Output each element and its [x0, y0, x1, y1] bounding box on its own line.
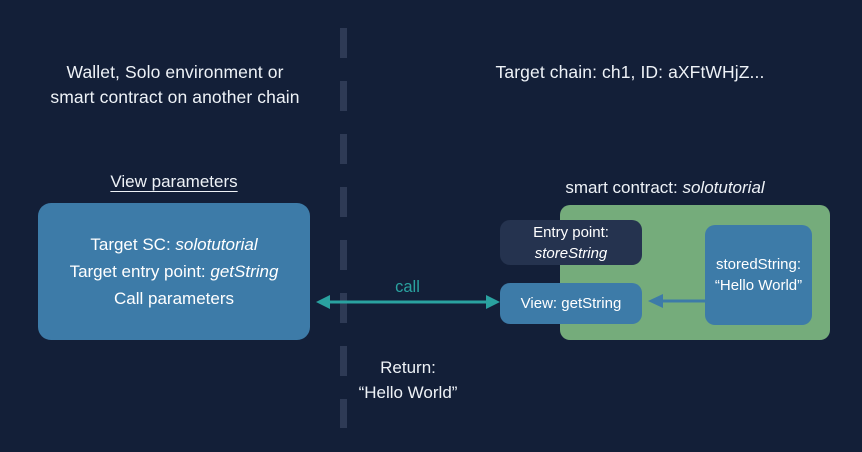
view-entry-point-box: View: getString	[500, 283, 642, 324]
smart-contract-title-value: solotutorial	[682, 178, 765, 197]
return-label: Return: “Hello World”	[330, 355, 486, 405]
stored-string-label: storedString:	[715, 256, 802, 273]
smart-contract-title-label: smart contract:	[565, 178, 678, 197]
target-entry-point-label: Target entry point:	[69, 262, 206, 281]
view-parameters-title: View parameters	[110, 172, 238, 191]
target-entry-point-value: getString	[210, 262, 279, 281]
call-arrow-label: call	[395, 278, 420, 296]
smart-contract-title: smart contract: solotutorial	[500, 178, 830, 198]
entry-point-label: Entry point:	[533, 223, 609, 241]
view-parameters-box: Target SC: solotutorial Target entry poi…	[38, 203, 310, 340]
view-entry-point-value: getString	[561, 295, 622, 312]
target-entry-point-line: Target entry point: getString	[70, 259, 279, 284]
target-sc-value: solotutorial	[175, 235, 258, 254]
left-header-line-1: Wallet, Solo environment or	[66, 62, 284, 82]
right-header-line-1: Target chain: ch1, ID: aXFtWHjZ...	[495, 62, 765, 82]
view-entry-point-label: View:	[520, 295, 558, 312]
stored-string-box: storedString: “Hello World”	[705, 225, 812, 325]
target-sc-label: Target SC:	[90, 235, 171, 254]
return-label-line-2: “Hello World”	[358, 383, 458, 402]
stored-string-value: “Hello World”	[714, 277, 803, 294]
return-label-line-1: Return:	[380, 358, 436, 377]
arrow-left-icon	[648, 294, 706, 308]
target-sc-line: Target SC: solotutorial	[90, 232, 257, 257]
left-column-header: Wallet, Solo environment or smart contra…	[20, 60, 330, 110]
dashed-divider	[340, 28, 347, 428]
left-header-line-2: smart contract on another chain	[50, 87, 300, 107]
double-headed-arrow-icon	[316, 295, 500, 309]
view-entry-point-line: View: getString	[521, 293, 622, 314]
entry-point-box: Entry point: storeString	[500, 220, 642, 265]
call-parameters-line: Call parameters	[114, 289, 234, 308]
right-column-header: Target chain: ch1, ID: aXFtWHjZ...	[410, 60, 850, 85]
entry-point-value: storeString	[534, 244, 608, 262]
